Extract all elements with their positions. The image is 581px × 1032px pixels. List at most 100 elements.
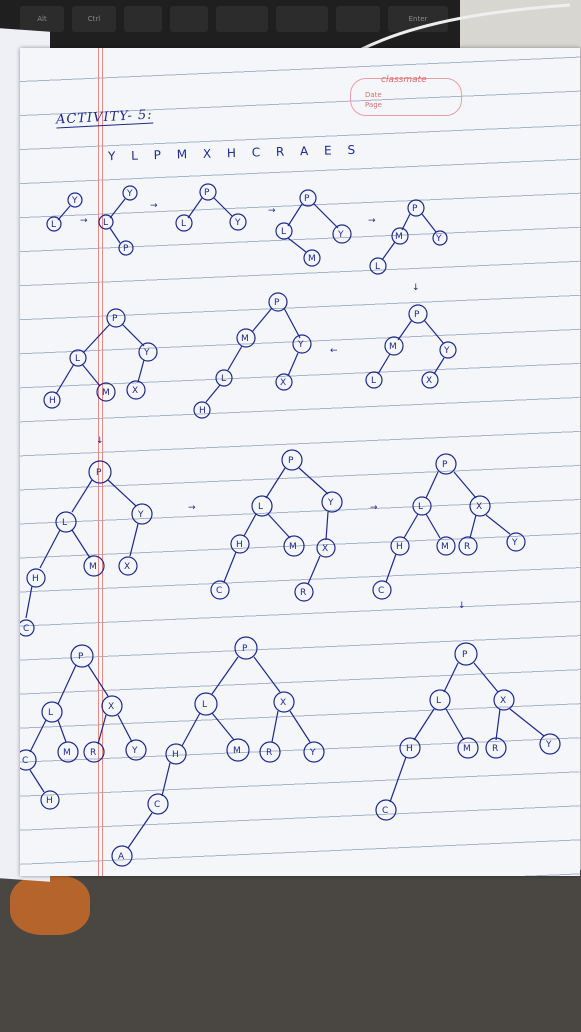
svg-text:R: R: [300, 588, 306, 598]
svg-text:L: L: [75, 354, 80, 364]
svg-text:M: M: [463, 744, 471, 754]
svg-text:C: C: [23, 624, 29, 634]
svg-text:C: C: [154, 800, 160, 810]
svg-text:M: M: [63, 748, 71, 758]
svg-text:P: P: [288, 456, 294, 466]
svg-text:Y: Y: [131, 746, 138, 756]
svg-text:R: R: [90, 748, 96, 758]
key: [216, 6, 268, 32]
svg-text:P: P: [112, 314, 118, 324]
svg-text:C: C: [22, 756, 28, 766]
key: [170, 6, 208, 32]
svg-text:Y: Y: [137, 510, 144, 520]
svg-text:Y: Y: [443, 346, 450, 356]
svg-text:P: P: [274, 298, 280, 308]
svg-text:Y: Y: [337, 230, 344, 240]
svg-text:H: H: [32, 574, 39, 584]
svg-text:X: X: [500, 696, 506, 706]
svg-text:P: P: [242, 644, 248, 654]
svg-text:C: C: [216, 586, 222, 596]
svg-text:L: L: [48, 708, 53, 718]
svg-text:M: M: [233, 746, 241, 756]
svg-text:X: X: [322, 544, 328, 554]
lap-background: [0, 870, 581, 1032]
svg-text:Y: Y: [297, 340, 304, 350]
svg-text:→: →: [150, 201, 158, 211]
margin-line: [102, 48, 103, 876]
svg-text:P: P: [412, 204, 418, 214]
key: [124, 6, 162, 32]
svg-text:M: M: [289, 542, 297, 552]
svg-text:M: M: [308, 254, 316, 264]
svg-text:Y: Y: [143, 348, 150, 358]
ruled-lines: [20, 48, 580, 876]
svg-text:Y: Y: [435, 234, 442, 244]
svg-text:→: →: [268, 206, 276, 216]
svg-text:P: P: [204, 188, 210, 198]
svg-text:M: M: [241, 334, 249, 344]
svg-text:R: R: [492, 744, 498, 754]
svg-text:X: X: [280, 378, 286, 388]
svg-text:L: L: [258, 502, 263, 512]
key-ctrl: Ctrl: [72, 6, 116, 32]
svg-text:Y: Y: [234, 218, 241, 228]
svg-text:↓: ↓: [96, 436, 104, 446]
svg-text:L: L: [375, 262, 380, 272]
svg-text:→: →: [80, 216, 88, 226]
svg-text:A: A: [118, 852, 125, 862]
key-alt: Alt: [20, 6, 64, 32]
svg-text:P: P: [462, 650, 468, 660]
svg-text:X: X: [132, 386, 138, 396]
svg-text:Y: Y: [309, 748, 316, 758]
svg-text:M: M: [89, 562, 97, 572]
svg-text:H: H: [199, 406, 206, 416]
key: [276, 6, 328, 32]
svg-text:L: L: [103, 218, 108, 228]
svg-text:R: R: [266, 748, 272, 758]
svg-text:H: H: [406, 744, 413, 754]
svg-text:L: L: [221, 374, 226, 384]
margin-line: [98, 48, 99, 876]
svg-text:P: P: [414, 310, 420, 320]
svg-text:M: M: [395, 232, 403, 242]
svg-text:L: L: [51, 220, 56, 230]
svg-text:H: H: [49, 396, 56, 406]
svg-text:↓: ↓: [412, 283, 420, 293]
notebook-page: classmate Date Page ACTIVITY- 5: Y L P M…: [20, 48, 580, 876]
svg-text:X: X: [426, 376, 432, 386]
svg-text:↓: ↓: [458, 601, 466, 611]
svg-text:M: M: [441, 542, 449, 552]
key: [336, 6, 380, 32]
svg-text:Y: Y: [327, 498, 334, 508]
date-label: Date: [365, 91, 382, 99]
svg-text:C: C: [378, 586, 384, 596]
svg-text:→: →: [188, 503, 196, 513]
svg-text:X: X: [476, 502, 482, 512]
svg-text:L: L: [418, 502, 423, 512]
svg-text:L: L: [181, 219, 186, 229]
svg-text:H: H: [236, 540, 243, 550]
svg-text:P: P: [442, 460, 448, 470]
svg-text:L: L: [281, 227, 286, 237]
svg-text:L: L: [371, 376, 376, 386]
svg-text:L: L: [202, 700, 207, 710]
svg-text:H: H: [46, 796, 53, 806]
svg-text:P: P: [78, 652, 84, 662]
svg-text:X: X: [124, 562, 130, 572]
brand-box: classmate Date Page: [350, 75, 462, 116]
svg-text:Y: Y: [71, 196, 78, 206]
svg-text:H: H: [172, 750, 179, 760]
svg-text:X: X: [108, 702, 114, 712]
brand-name: classmate: [381, 75, 427, 85]
svg-text:→: →: [368, 216, 376, 226]
svg-text:←: ←: [330, 346, 338, 356]
svg-text:H: H: [396, 542, 403, 552]
svg-text:L: L: [436, 696, 441, 706]
svg-text:P: P: [304, 194, 310, 204]
svg-text:Y: Y: [511, 538, 518, 548]
svg-text:P: P: [96, 468, 102, 478]
svg-text:M: M: [389, 342, 397, 352]
fabric: [10, 875, 90, 935]
svg-text:X: X: [280, 698, 286, 708]
svg-text:Y: Y: [545, 740, 552, 750]
